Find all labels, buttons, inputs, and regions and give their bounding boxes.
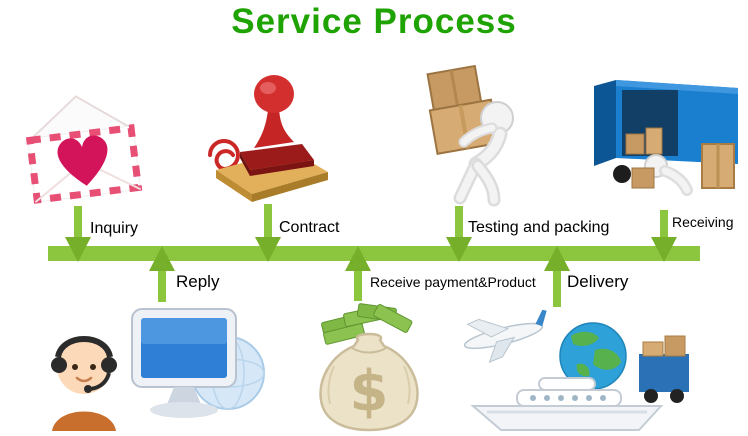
- step-label-reply: Reply: [176, 272, 220, 291]
- envelope-heart-icon: [8, 70, 158, 208]
- svg-text:$: $: [350, 359, 389, 424]
- arrow-up-icon: [149, 246, 175, 271]
- rubber-stamp-icon: [182, 52, 334, 207]
- arrow-down-icon: [255, 237, 281, 262]
- step-label-delivery: Delivery: [567, 272, 629, 291]
- customer-support-icon: [32, 293, 267, 433]
- arrow-down-icon: [446, 237, 472, 262]
- truck-unloading-icon: [586, 70, 746, 215]
- page-title: Service Process: [231, 2, 517, 41]
- connector-payment: [354, 261, 362, 301]
- global-logistics-icon: [443, 306, 695, 434]
- step-label-receive-payment: Receive payment&Product: [370, 274, 536, 290]
- timeline-bar: [48, 246, 700, 261]
- worker-carrying-boxes-icon: [412, 58, 530, 208]
- step-label-contract: Contract: [279, 219, 340, 236]
- arrow-down-icon: [65, 237, 91, 262]
- arrow-up-icon: [345, 246, 371, 271]
- connector-delivery: [553, 261, 561, 307]
- step-label-testing-and-packing: Testing and packing: [468, 219, 610, 236]
- arrow-down-icon: [651, 237, 677, 262]
- money-bag-icon: $: [300, 296, 438, 434]
- connector-testing: [455, 206, 463, 246]
- step-label-inquiry: Inquiry: [90, 220, 139, 237]
- connector-receiving: [660, 210, 668, 246]
- connector-reply: [158, 261, 166, 302]
- arrow-up-icon: [544, 246, 570, 271]
- connector-contract: [264, 204, 272, 246]
- step-label-receiving: Receiving: [672, 214, 734, 230]
- connector-inquiry: [74, 206, 82, 246]
